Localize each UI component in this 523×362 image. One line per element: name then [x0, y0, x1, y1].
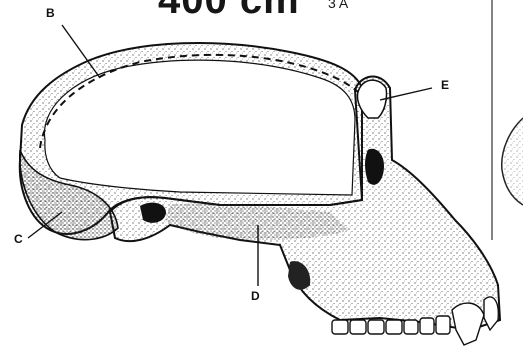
label-D: D	[251, 289, 260, 303]
label-E: E	[441, 78, 449, 92]
auditory-opening	[140, 203, 166, 223]
label-B: B	[46, 6, 55, 20]
label-C: C	[14, 232, 23, 246]
